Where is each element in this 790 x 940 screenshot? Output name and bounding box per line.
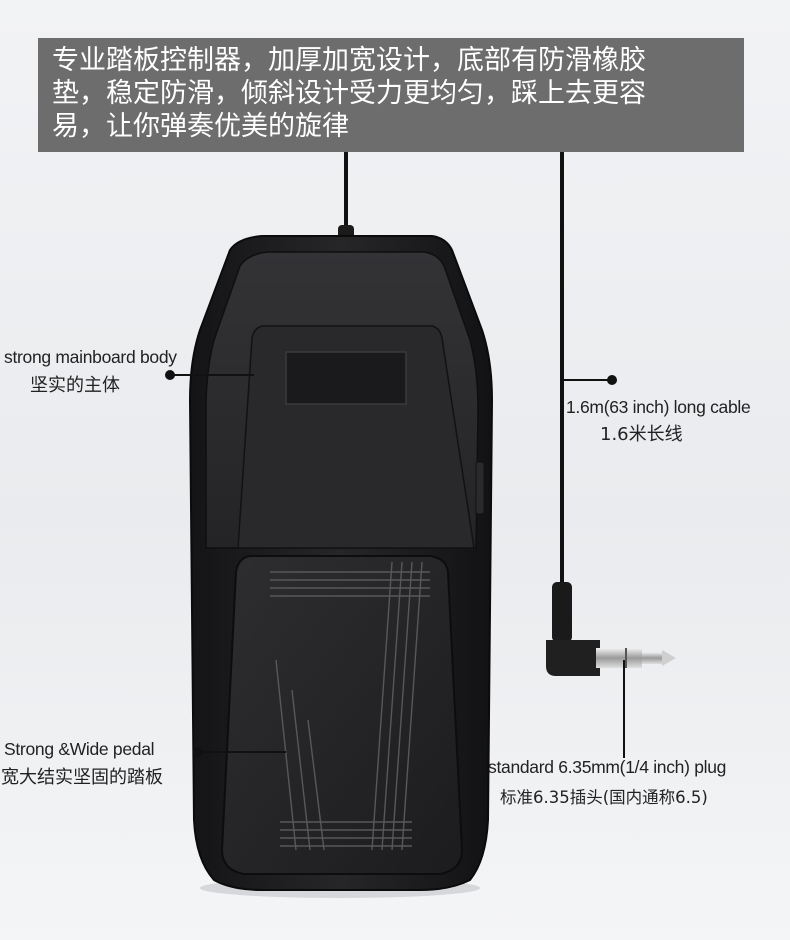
pedal-plate: [220, 555, 464, 875]
annotation-en: standard 6.35mm(1/4 inch) plug: [488, 757, 727, 777]
description-banner: 专业踏板控制器，加厚加宽设计，底部有防滑橡胶 垫，稳定防滑，倾斜设计受力更均匀，…: [38, 38, 744, 152]
banner-line: 垫，稳定防滑，倾斜设计受力更均匀，踩上去更容: [52, 78, 646, 109]
annotation-pedal: Strong &Wide pedal 宽大结实坚固的踏板: [1, 739, 163, 789]
annotation-en: 1.6m(63 inch) long cable: [566, 397, 751, 417]
annotation-plug: standard 6.35mm(1/4 inch) plug 标准6.35插头(…: [488, 757, 726, 808]
callout-dot-pedal: [193, 747, 203, 757]
pedal-grip-lines: [270, 561, 430, 851]
callout-dot-body: [165, 370, 175, 380]
banner-line: 专业踏板控制器，加厚加宽设计，底部有防滑橡胶: [52, 45, 646, 76]
banner-line: 易，让你弹奏优美的旋律: [52, 111, 349, 142]
annotation-zh: 标准6.35插头(国内通称6.5): [500, 788, 708, 807]
annotation-zh: 宽大结实坚固的踏板: [1, 767, 163, 788]
polarity-switch: [475, 461, 485, 515]
annotation-mainboard-body: strong mainboard body 坚实的主体: [4, 347, 177, 397]
display-window: [285, 351, 407, 405]
annotation-zh: 坚实的主体: [30, 375, 120, 396]
callout-dot-cable: [607, 375, 617, 385]
annotation-en: Strong &Wide pedal: [4, 739, 155, 759]
annotation-zh: 1.6米长线: [600, 424, 683, 445]
callout-lines: [165, 370, 625, 758]
annotation-en: strong mainboard body: [4, 347, 177, 367]
annotation-cable: 1.6m(63 inch) long cable 1.6米长线: [566, 397, 751, 446]
audio-plug: [546, 582, 676, 676]
